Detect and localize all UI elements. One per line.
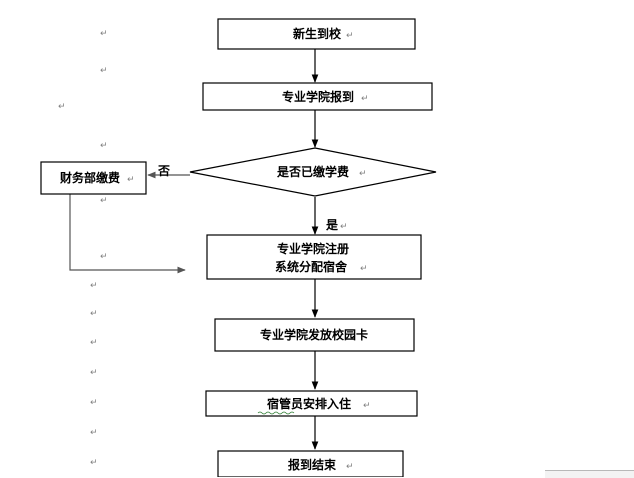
paragraph-mark: ↵ xyxy=(90,368,98,378)
node-fee-check-label: 是否已缴学费 xyxy=(276,164,349,179)
spellcheck-underline xyxy=(257,411,295,415)
paragraph-mark: ↵ xyxy=(363,401,371,411)
paragraph-mark: ↵ xyxy=(100,29,108,39)
status-bar-fragment xyxy=(545,470,634,478)
paragraph-mark: ↵ xyxy=(100,141,108,151)
paragraph-mark: ↵ xyxy=(90,281,98,291)
flow-connectors xyxy=(69,49,319,450)
paragraph-mark: ↵ xyxy=(361,94,369,104)
node-end: 报到结束 ↵ xyxy=(217,450,404,477)
node-finance-pay-label: 财务部缴费 xyxy=(59,170,120,185)
node-finance-pay: 财务部缴费 ↵ xyxy=(40,161,147,195)
node-campus-card: 专业学院发放校园卡 xyxy=(214,318,415,352)
node-arrival: 新生到校 ↵ xyxy=(217,18,416,50)
edge-label-yes: 是 xyxy=(325,218,339,232)
node-college-report-label: 专业学院报到 xyxy=(282,89,354,104)
arrow-finance-to-register xyxy=(69,194,186,274)
paragraph-mark: ↵ xyxy=(100,196,108,206)
paragraph-mark: ↵ xyxy=(340,222,348,232)
paragraph-mark: ↵ xyxy=(360,264,368,274)
paragraph-mark: ↵ xyxy=(90,338,98,348)
paragraph-mark: ↵ xyxy=(58,102,66,112)
margin-paragraph-marks: ↵ ↵ ↵ ↵ ↵ ↵ ↵ ↵ ↵ ↵ ↵ ↵ ↵ xyxy=(58,29,108,468)
edge-label-no: 否 xyxy=(157,164,170,178)
paragraph-mark: ↵ xyxy=(90,398,98,408)
node-register-line1: 专业学院注册 xyxy=(277,241,349,256)
paragraph-mark: ↵ xyxy=(90,458,98,468)
paragraph-mark: ↵ xyxy=(100,252,108,262)
node-dorm-checkin-label: 宿管员安排入住 xyxy=(267,396,351,411)
node-end-label: 报到结束 xyxy=(288,457,337,472)
paragraph-mark: ↵ xyxy=(90,428,98,438)
paragraph-mark: ↵ xyxy=(90,309,98,319)
paragraph-mark: ↵ xyxy=(100,66,108,76)
node-college-report: 专业学院报到 ↵ xyxy=(202,82,433,111)
paragraph-mark: ↵ xyxy=(359,169,367,179)
paragraph-mark: ↵ xyxy=(127,175,135,185)
node-register-line2: 系统分配宿舍 xyxy=(275,259,348,274)
paragraph-mark: ↵ xyxy=(346,31,354,41)
node-arrival-label: 新生到校 xyxy=(293,26,342,41)
node-dorm-checkin: 宿管员安排入住 ↵ xyxy=(205,390,418,417)
node-fee-check-decision: 是否已缴学费 ↵ xyxy=(189,147,437,197)
node-register: 专业学院注册 系统分配宿舍 ↵ xyxy=(206,234,422,280)
node-campus-card-label: 专业学院发放校园卡 xyxy=(260,327,368,342)
paragraph-mark: ↵ xyxy=(346,462,354,472)
